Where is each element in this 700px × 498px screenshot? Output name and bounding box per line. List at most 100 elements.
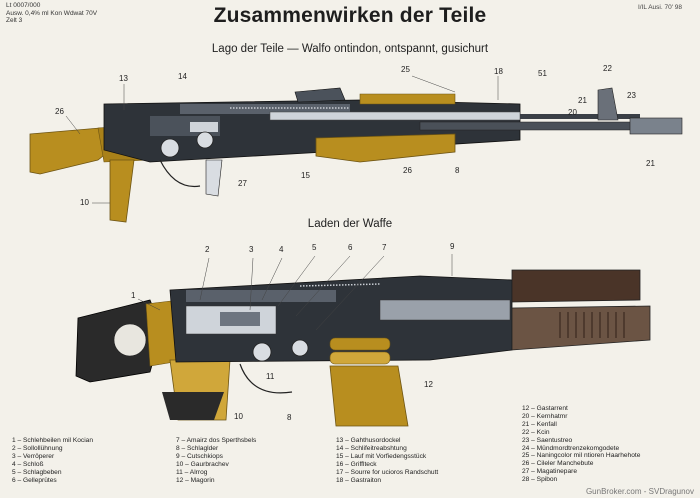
- legend-item: 6 – Gelleprütes: [12, 476, 57, 484]
- callout-11: 11: [266, 372, 275, 381]
- corner-reference: I/IL Ausi. 70' 98: [637, 4, 682, 11]
- disconnector-bottom: [291, 339, 309, 357]
- bolt-bottom: [220, 312, 260, 326]
- front-sight: [597, 87, 619, 121]
- legend-item: 1 – Schlehbeilen mil Kocian: [12, 437, 94, 444]
- upper-handguard: [359, 93, 456, 105]
- legend-column-3: 13 – Gahthusordockel 14 – Schlifeitreabs…: [336, 437, 438, 484]
- callout-12: 12: [424, 380, 433, 389]
- callout-7: 7: [382, 243, 387, 252]
- upper-handguard-bottom: [511, 269, 641, 303]
- callout-13: 13: [119, 74, 128, 83]
- legend-item: 18 – Gastraiton: [336, 476, 382, 484]
- legend-item: 11 – Alrrog: [176, 468, 208, 476]
- callout-1: 1: [131, 291, 136, 300]
- legend-item: 10 – Gaurbrachev: [176, 460, 229, 468]
- callout-18: 18: [494, 67, 503, 76]
- top-diagram-subtitle: Lago der Teile — Walfo ontindon, ontspan…: [211, 43, 489, 55]
- legend-item: 24 – Mündmordtrenzekomgodete: [522, 444, 620, 452]
- trigger-guard-bottom: [239, 363, 293, 394]
- legend-column-2: 7 – Amairz dos Sperthsbels 8 – Schlaglde…: [176, 437, 256, 484]
- callout-9: 9: [450, 242, 455, 251]
- legend-item: 2 – Sollollühnung: [12, 444, 63, 452]
- legend-item: 28 – Spibon: [522, 476, 558, 484]
- callout-2: 2: [205, 245, 210, 254]
- legend-item: 25 – Naningcolor mil ntioren Haarhehote: [522, 452, 641, 460]
- hammer-bottom: [252, 342, 272, 362]
- callout-15: 15: [301, 171, 310, 180]
- callout-4: 4: [279, 245, 284, 254]
- handguard-ribs: [559, 312, 625, 338]
- legend-item: 14 – Schlifeitreabshtung: [336, 444, 407, 452]
- legend-item: 26 – Cileler Manchebute: [522, 460, 594, 468]
- pistol-grip-dark: [162, 392, 224, 420]
- callout-lines-top: [65, 75, 499, 204]
- document-reference: Lt 0007/000 Ausw. 0,4% ml Kon Wdwat 70V …: [6, 2, 97, 25]
- callout-3: 3: [249, 245, 254, 254]
- callout-lines-bottom: [137, 254, 453, 331]
- callout-10: 10: [80, 198, 89, 207]
- lower-handguard-bottom: [511, 305, 651, 351]
- legend-item: 20 – Kernhatmr: [522, 412, 568, 420]
- muzzle-device: [629, 117, 683, 135]
- pistol-grip: [109, 159, 135, 223]
- legend-item: 12 – Gastarrent: [522, 405, 568, 412]
- watermark: GunBroker.com - SVDragunov: [585, 487, 694, 496]
- page-title: Zusammenwirken der Teile: [213, 4, 487, 27]
- magazine-catch: [205, 159, 223, 197]
- callout-8-bottom: 8: [287, 413, 292, 422]
- recoil-spring-bottom: [299, 283, 381, 287]
- legend-item: 7 – Amairz dos Sperthsbels: [176, 437, 257, 444]
- magazine: [329, 365, 409, 427]
- legend-column-4: 12 – Gastarrent 20 – Kernhatmr 21 – Kenf…: [522, 405, 640, 484]
- legend-item: 15 – Lauf mit Vorfiedengsstück: [336, 452, 427, 460]
- callout-21b: 21: [646, 159, 655, 168]
- callout-26: 26: [55, 107, 64, 116]
- legend-column-1: 1 – Schlehbeilen mil Kocian 2 – Sollollü…: [12, 437, 93, 484]
- hammer: [160, 138, 180, 158]
- callout-5: 5: [312, 243, 317, 252]
- callout-27: 27: [238, 179, 247, 188]
- callout-6: 6: [348, 243, 353, 252]
- cartridge: [329, 337, 391, 351]
- doc-ref-line: Lt 0007/000: [6, 2, 41, 9]
- callout-25: 25: [401, 65, 410, 74]
- callout-8: 8: [455, 166, 460, 175]
- doc-ref-line: Zelt 3: [6, 17, 23, 24]
- callout-14: 14: [178, 72, 187, 81]
- legend-item: 16 – Grifflteck: [336, 460, 377, 468]
- callout-21: 21: [578, 96, 587, 105]
- bolt: [190, 122, 218, 132]
- receiver-cover-bottom: [186, 290, 336, 302]
- callout-26b: 26: [403, 166, 412, 175]
- callout-10-bottom: 10: [234, 412, 243, 421]
- lower-handguard: [315, 133, 456, 163]
- legend-item: 12 – Magorin: [176, 476, 215, 484]
- callout-20: 20: [568, 108, 577, 117]
- doc-ref-line: Ausw. 0,4% ml Kon Wdwat 70V: [6, 9, 98, 17]
- buttplate-pattern: [113, 323, 147, 357]
- receiver-cover: [180, 104, 350, 114]
- trigger-guard: [159, 159, 201, 188]
- bottom-diagram-subtitle: Laden der Waffe: [307, 218, 393, 230]
- legend-item: 21 – Kenfall: [522, 420, 557, 428]
- legend-item: 27 – Magatinepare: [522, 468, 577, 476]
- legend-item: 8 – Schlaglder: [176, 444, 219, 452]
- legend-item: 4 – Schloß: [12, 460, 44, 468]
- cleaning-rod: [520, 114, 640, 119]
- legend-item: 5 – Schlagbeben: [12, 468, 62, 476]
- disconnector: [196, 131, 214, 149]
- legend-item: 22 – Kcin: [522, 428, 550, 436]
- legend-item: 13 – Gahthusordockel: [336, 437, 401, 444]
- legend-item: 23 – Saentustreo: [522, 436, 573, 444]
- legend-item: 17 – Sourre for ucioros Randschutt: [336, 468, 439, 476]
- gas-piston-bottom: [379, 299, 511, 321]
- callout-23: 23: [627, 91, 636, 100]
- cartridge: [329, 351, 391, 365]
- callout-51: 51: [538, 69, 547, 78]
- callout-22: 22: [603, 64, 612, 73]
- rear-sight: [294, 87, 346, 103]
- legend-item: 9 – Cutschkiops: [176, 452, 223, 460]
